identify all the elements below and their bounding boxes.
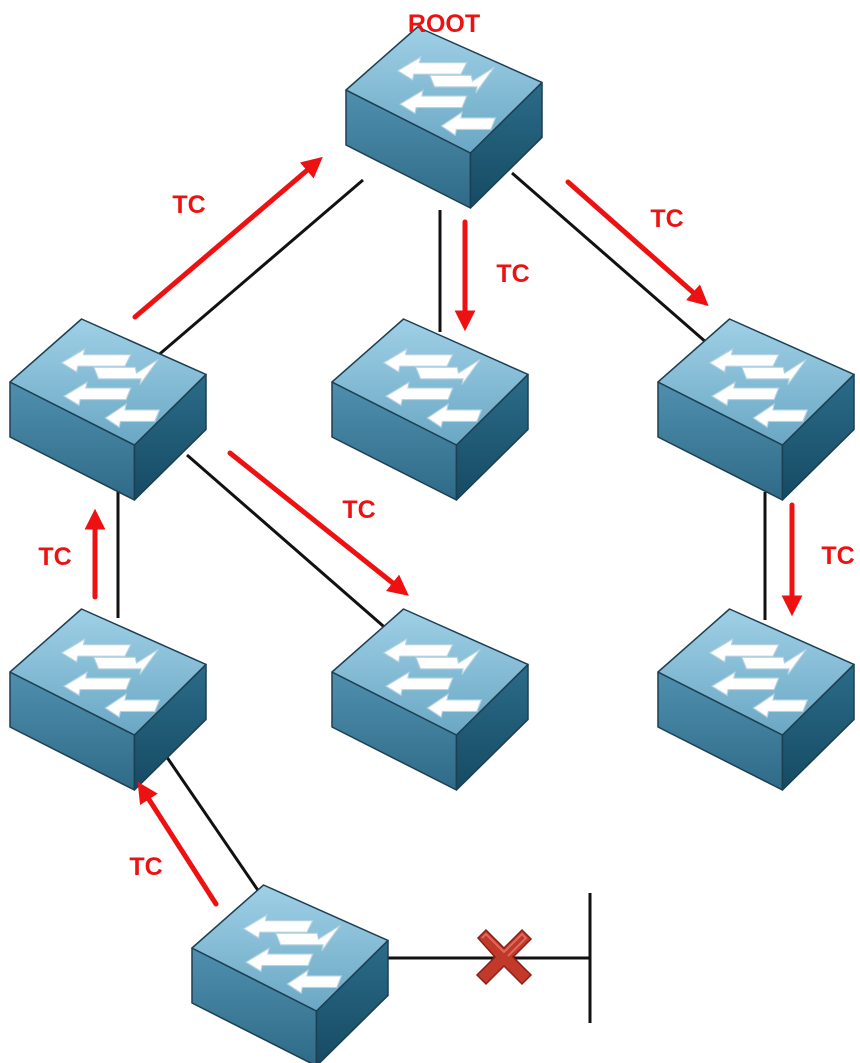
tc-label-right-upper-to-right-lower: TC (821, 542, 854, 570)
switch-middle-upper (331, 318, 529, 501)
switch-right-upper (657, 318, 855, 501)
tc-label-bottom-to-left-lower: TC (129, 853, 162, 881)
tc-arrow-left-upper-to-middle-lower (227, 450, 409, 596)
tc-label-left-upper-to-root: TC (172, 191, 205, 219)
link-left-lower-bottom (160, 749, 270, 906)
tc-arrow-root-to-right-upper (565, 179, 709, 307)
tc-arrow-bottom-to-left-lower (137, 781, 219, 907)
switch-middle-lower (331, 608, 529, 791)
switch-bottom (191, 884, 389, 1063)
link-root-left-upper (154, 178, 364, 360)
switches-layer (9, 26, 855, 1063)
link-left-upper-middle-lower (186, 453, 391, 634)
tc-label-left-lower-to-left-upper: TC (38, 543, 71, 571)
switch-left-upper (9, 318, 207, 501)
tc-label-root-to-middle-upper: TC (496, 260, 529, 288)
tc-arrows-layer (84, 156, 803, 907)
switch-right-lower (657, 608, 855, 791)
tc-label-left-upper-to-middle-lower: TC (342, 496, 375, 524)
tc-arrow-left-upper-to-root (132, 156, 323, 320)
switch-left-lower (9, 608, 207, 791)
link-root-right-upper (511, 171, 716, 352)
switch-root (345, 26, 543, 209)
links-layer (116, 171, 767, 1023)
tc-label-root-to-right-upper: TC (650, 205, 683, 233)
link-failure-x-icon (475, 928, 533, 986)
root-label: ROOT (408, 10, 480, 38)
